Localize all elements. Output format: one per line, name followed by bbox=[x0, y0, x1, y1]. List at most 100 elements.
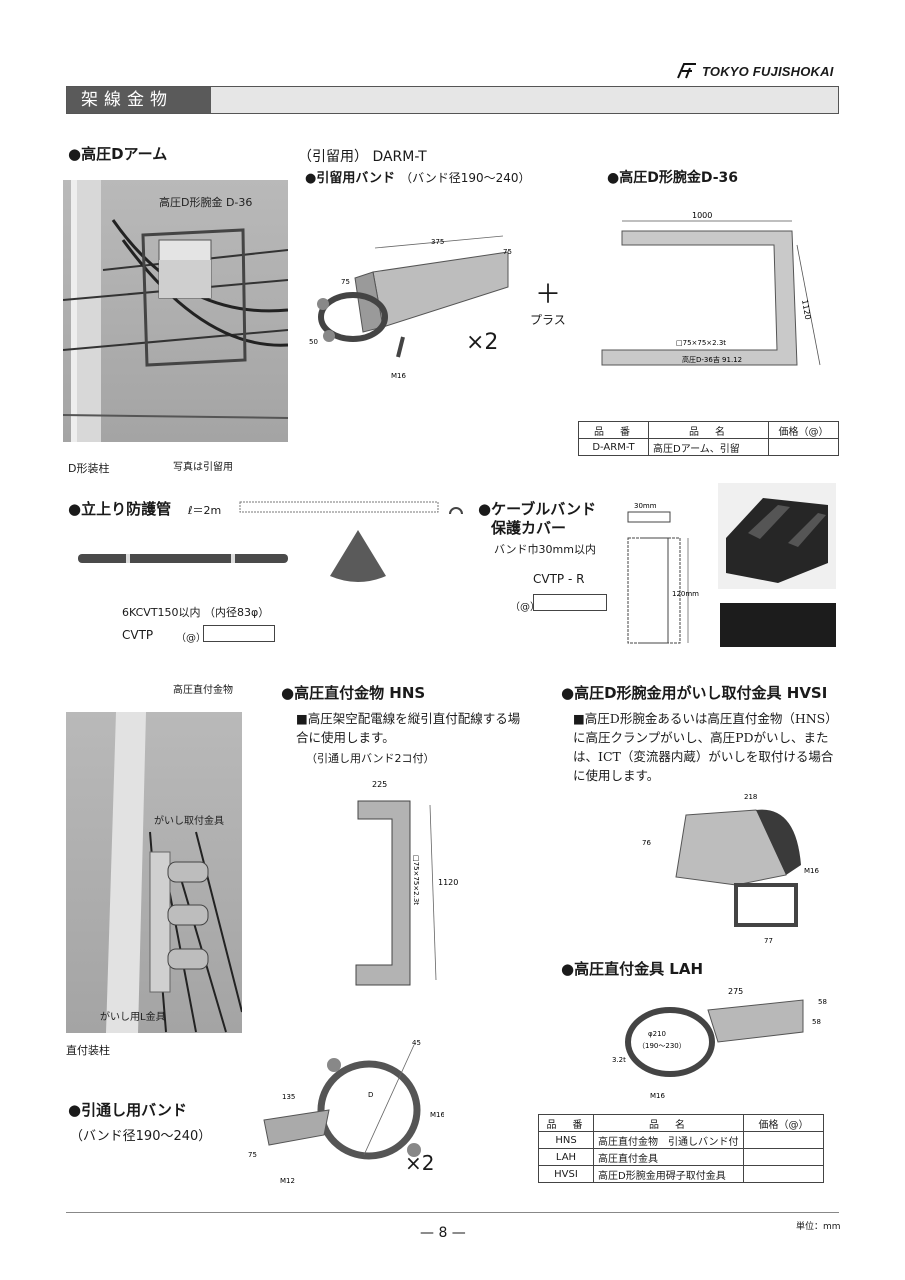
direct-pole-photo: がいし取付金具 がいし用L金具 bbox=[66, 712, 242, 1033]
section-title: 架線金物 bbox=[67, 87, 211, 113]
cover-code: CVTP - R bbox=[533, 572, 585, 586]
thru-dim-b: 75 bbox=[248, 1151, 257, 1159]
band-range: （バンド径190～240） bbox=[400, 171, 531, 185]
hns-note: （引通し用バンド2コ付） bbox=[306, 752, 435, 765]
hvsi-bolt: M16 bbox=[804, 867, 819, 875]
plus-icon: ＋ bbox=[535, 280, 562, 310]
thru-band-range: （バンド径190～240） bbox=[70, 1129, 212, 1144]
guard-price-label: （@） bbox=[176, 633, 206, 644]
unit-note: 単位：mm bbox=[796, 1222, 841, 1232]
company-name: TOKYO FUJISHOKAI bbox=[702, 64, 834, 79]
band-dim-len: 375 bbox=[431, 238, 444, 246]
thru-band-title: ●引通し用バンド bbox=[68, 1101, 187, 1119]
d-pole-note: 写真は引留用 bbox=[173, 462, 233, 473]
lah-drawing: 275 58 58 φ210 （190～230） 3.2t M16 bbox=[612, 987, 827, 1100]
row-code: D-ARM-T bbox=[578, 438, 649, 456]
table-row: LAH 高圧直付金具 bbox=[538, 1148, 824, 1166]
page-number: — 8 — bbox=[420, 1225, 466, 1241]
table-row: HVSI 高圧D形腕金用碍子取付金具 bbox=[538, 1165, 824, 1183]
company-logo: TOKYO FUJISHOKAI bbox=[676, 62, 834, 80]
row-price[interactable] bbox=[743, 1165, 824, 1183]
bracket-dim-side: 1120 bbox=[800, 299, 812, 321]
direct-pole-caption: 直付装柱 bbox=[66, 1044, 110, 1057]
darm-subtitle: （引留用） DARM-T bbox=[298, 149, 427, 165]
hns-spec-table: 品 番 品 名 価格（@） HNS 高圧直付金物 引通しバンド付 LAH 高圧直… bbox=[538, 1114, 824, 1183]
col-name-header: 品 名 bbox=[593, 1114, 744, 1132]
hvsi-title: ●高圧D形腕金用がいし取付金具 HVSI bbox=[561, 684, 828, 702]
band-title: ●引留用バンド bbox=[305, 171, 395, 186]
guard-cone-drawing bbox=[330, 530, 386, 582]
cover-drawing: 30mm 120mm bbox=[627, 502, 699, 644]
table-header-row: 品 番 品 名 価格（@） bbox=[538, 1114, 824, 1132]
thru-dim-d: D bbox=[368, 1091, 373, 1099]
col-price-header: 価格（@） bbox=[768, 421, 839, 439]
col-code-header: 品 番 bbox=[538, 1114, 594, 1132]
lah-dim-t: 3.2t bbox=[612, 1056, 626, 1064]
lah-dim-h2: 58 bbox=[812, 1018, 821, 1026]
band-bolt: M16 bbox=[391, 372, 406, 380]
row-price[interactable] bbox=[743, 1131, 824, 1149]
bracket-dim-top: 1000 bbox=[692, 211, 712, 220]
row-name: 高圧直付金物 引通しバンド付 bbox=[593, 1131, 744, 1149]
cover-band-width: バンド巾30mm以内 bbox=[494, 543, 596, 556]
lah-dim-h1: 58 bbox=[818, 998, 827, 1006]
guard-title: ●立上り防護管 bbox=[68, 500, 172, 518]
guard-length: ℓ＝2m bbox=[188, 504, 222, 517]
bracket-stamp: 高圧D-36吉 91.12 bbox=[682, 355, 742, 364]
photo-annotation: 高圧D形腕金 D-36 bbox=[159, 196, 253, 209]
band-dim-d: 50 bbox=[309, 338, 318, 346]
guard-pipe-side-drawing bbox=[239, 501, 463, 515]
darm-spec-table: 品 番 品 名 価格（@） D-ARM-T 高圧Dアーム、引留 bbox=[578, 421, 839, 456]
row-code: HNS bbox=[538, 1131, 594, 1149]
col-price-header: 価格（@） bbox=[743, 1114, 824, 1132]
row-name: 高圧直付金具 bbox=[593, 1148, 744, 1166]
direct-pole-illustration bbox=[106, 712, 242, 1033]
row-price[interactable] bbox=[768, 438, 839, 456]
thru-band-drawing: 135 75 45 D M16 M12 bbox=[248, 1039, 444, 1185]
direct-label-top: 高圧直付金物 bbox=[173, 685, 233, 696]
table-row: HNS 高圧直付金物 引通しバンド付 bbox=[538, 1131, 824, 1149]
bracket-section: □75×75×2.3t bbox=[676, 339, 726, 347]
cover-photo-2 bbox=[720, 603, 836, 647]
guard-price-field[interactable] bbox=[203, 625, 275, 642]
guard-code: CVTP bbox=[122, 628, 154, 642]
hvsi-drawing: 218 76 M16 77 bbox=[642, 793, 819, 945]
cover-dim-height: 120mm bbox=[672, 590, 699, 598]
hvsi-dim-bottom: 77 bbox=[764, 937, 773, 945]
cover-photo-1 bbox=[718, 483, 836, 589]
band-dim-h: 75 bbox=[503, 248, 512, 256]
hns-dim-top: 225 bbox=[372, 780, 387, 789]
cover-title-line1: ●ケーブルバンド bbox=[478, 500, 596, 518]
thru-dim-a: 135 bbox=[282, 1093, 295, 1101]
band-quantity: ×2 bbox=[466, 330, 499, 355]
footer-divider bbox=[66, 1212, 839, 1213]
band-title-row: ●引留用バンド （バンド径190～240） bbox=[305, 167, 531, 186]
row-name: 高圧Dアーム、引留 bbox=[648, 438, 769, 456]
col-name-header: 品 名 bbox=[648, 421, 769, 439]
row-code: LAH bbox=[538, 1148, 594, 1166]
lah-dim-dia: φ210 bbox=[648, 1030, 666, 1038]
d-pole-caption: D形装柱 bbox=[68, 462, 110, 475]
row-code: HVSI bbox=[538, 1165, 594, 1183]
cover-dim-top: 30mm bbox=[634, 502, 657, 510]
row-name: 高圧D形腕金用碍子取付金具 bbox=[593, 1165, 744, 1183]
band-dim-w: 75 bbox=[341, 278, 350, 286]
hns-desc: ■高圧架空配電線を縦引直付配線する場合に使用します。 bbox=[296, 711, 521, 745]
lah-title: ●高圧直付金具 LAH bbox=[561, 960, 704, 978]
tension-band-drawing: 375 75 75 50 M16 bbox=[309, 235, 512, 380]
col-code-header: 品 番 bbox=[578, 421, 649, 439]
darm-title: ●高圧Dアーム bbox=[68, 145, 168, 163]
row-price[interactable] bbox=[743, 1148, 824, 1166]
cover-photo-1-illustration bbox=[726, 498, 828, 583]
table-row: D-ARM-T 高圧Dアーム、引留 bbox=[578, 438, 839, 456]
hvsi-dim-top: 218 bbox=[744, 793, 757, 801]
cover-title-line2: 保護カバー bbox=[491, 519, 567, 537]
cover-price-field[interactable] bbox=[533, 594, 607, 611]
guard-pipe-drawing bbox=[78, 554, 288, 563]
hns-title: ●高圧直付金物 HNS bbox=[281, 684, 426, 702]
thru-dim-c: 45 bbox=[412, 1039, 421, 1047]
thru-bolt1: M16 bbox=[430, 1111, 444, 1119]
thru-bolt2: M12 bbox=[280, 1177, 295, 1185]
hns-drawing: 225 1120 □75×75×2.3t bbox=[355, 780, 458, 986]
direct-label-bot: がいし用L金具 bbox=[100, 1012, 166, 1023]
